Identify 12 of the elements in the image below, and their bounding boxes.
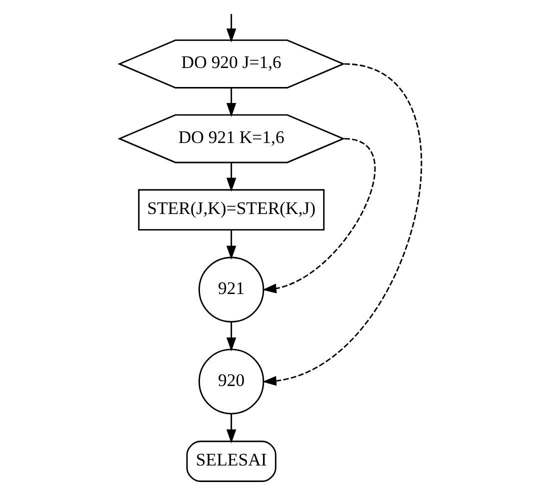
node-box: SELESAI xyxy=(186,440,276,482)
arrow xyxy=(226,88,236,117)
node-circle: 921 xyxy=(198,256,264,322)
arrow xyxy=(226,14,236,42)
arrow xyxy=(262,138,376,294)
node-box: STER(J,K)=STER(K,J) xyxy=(138,189,325,231)
arrow xyxy=(226,230,236,260)
node-circle: 920 xyxy=(198,348,264,414)
arrow xyxy=(226,162,236,192)
arrow xyxy=(262,63,422,386)
arrow xyxy=(226,322,236,352)
arrow xyxy=(226,414,236,444)
